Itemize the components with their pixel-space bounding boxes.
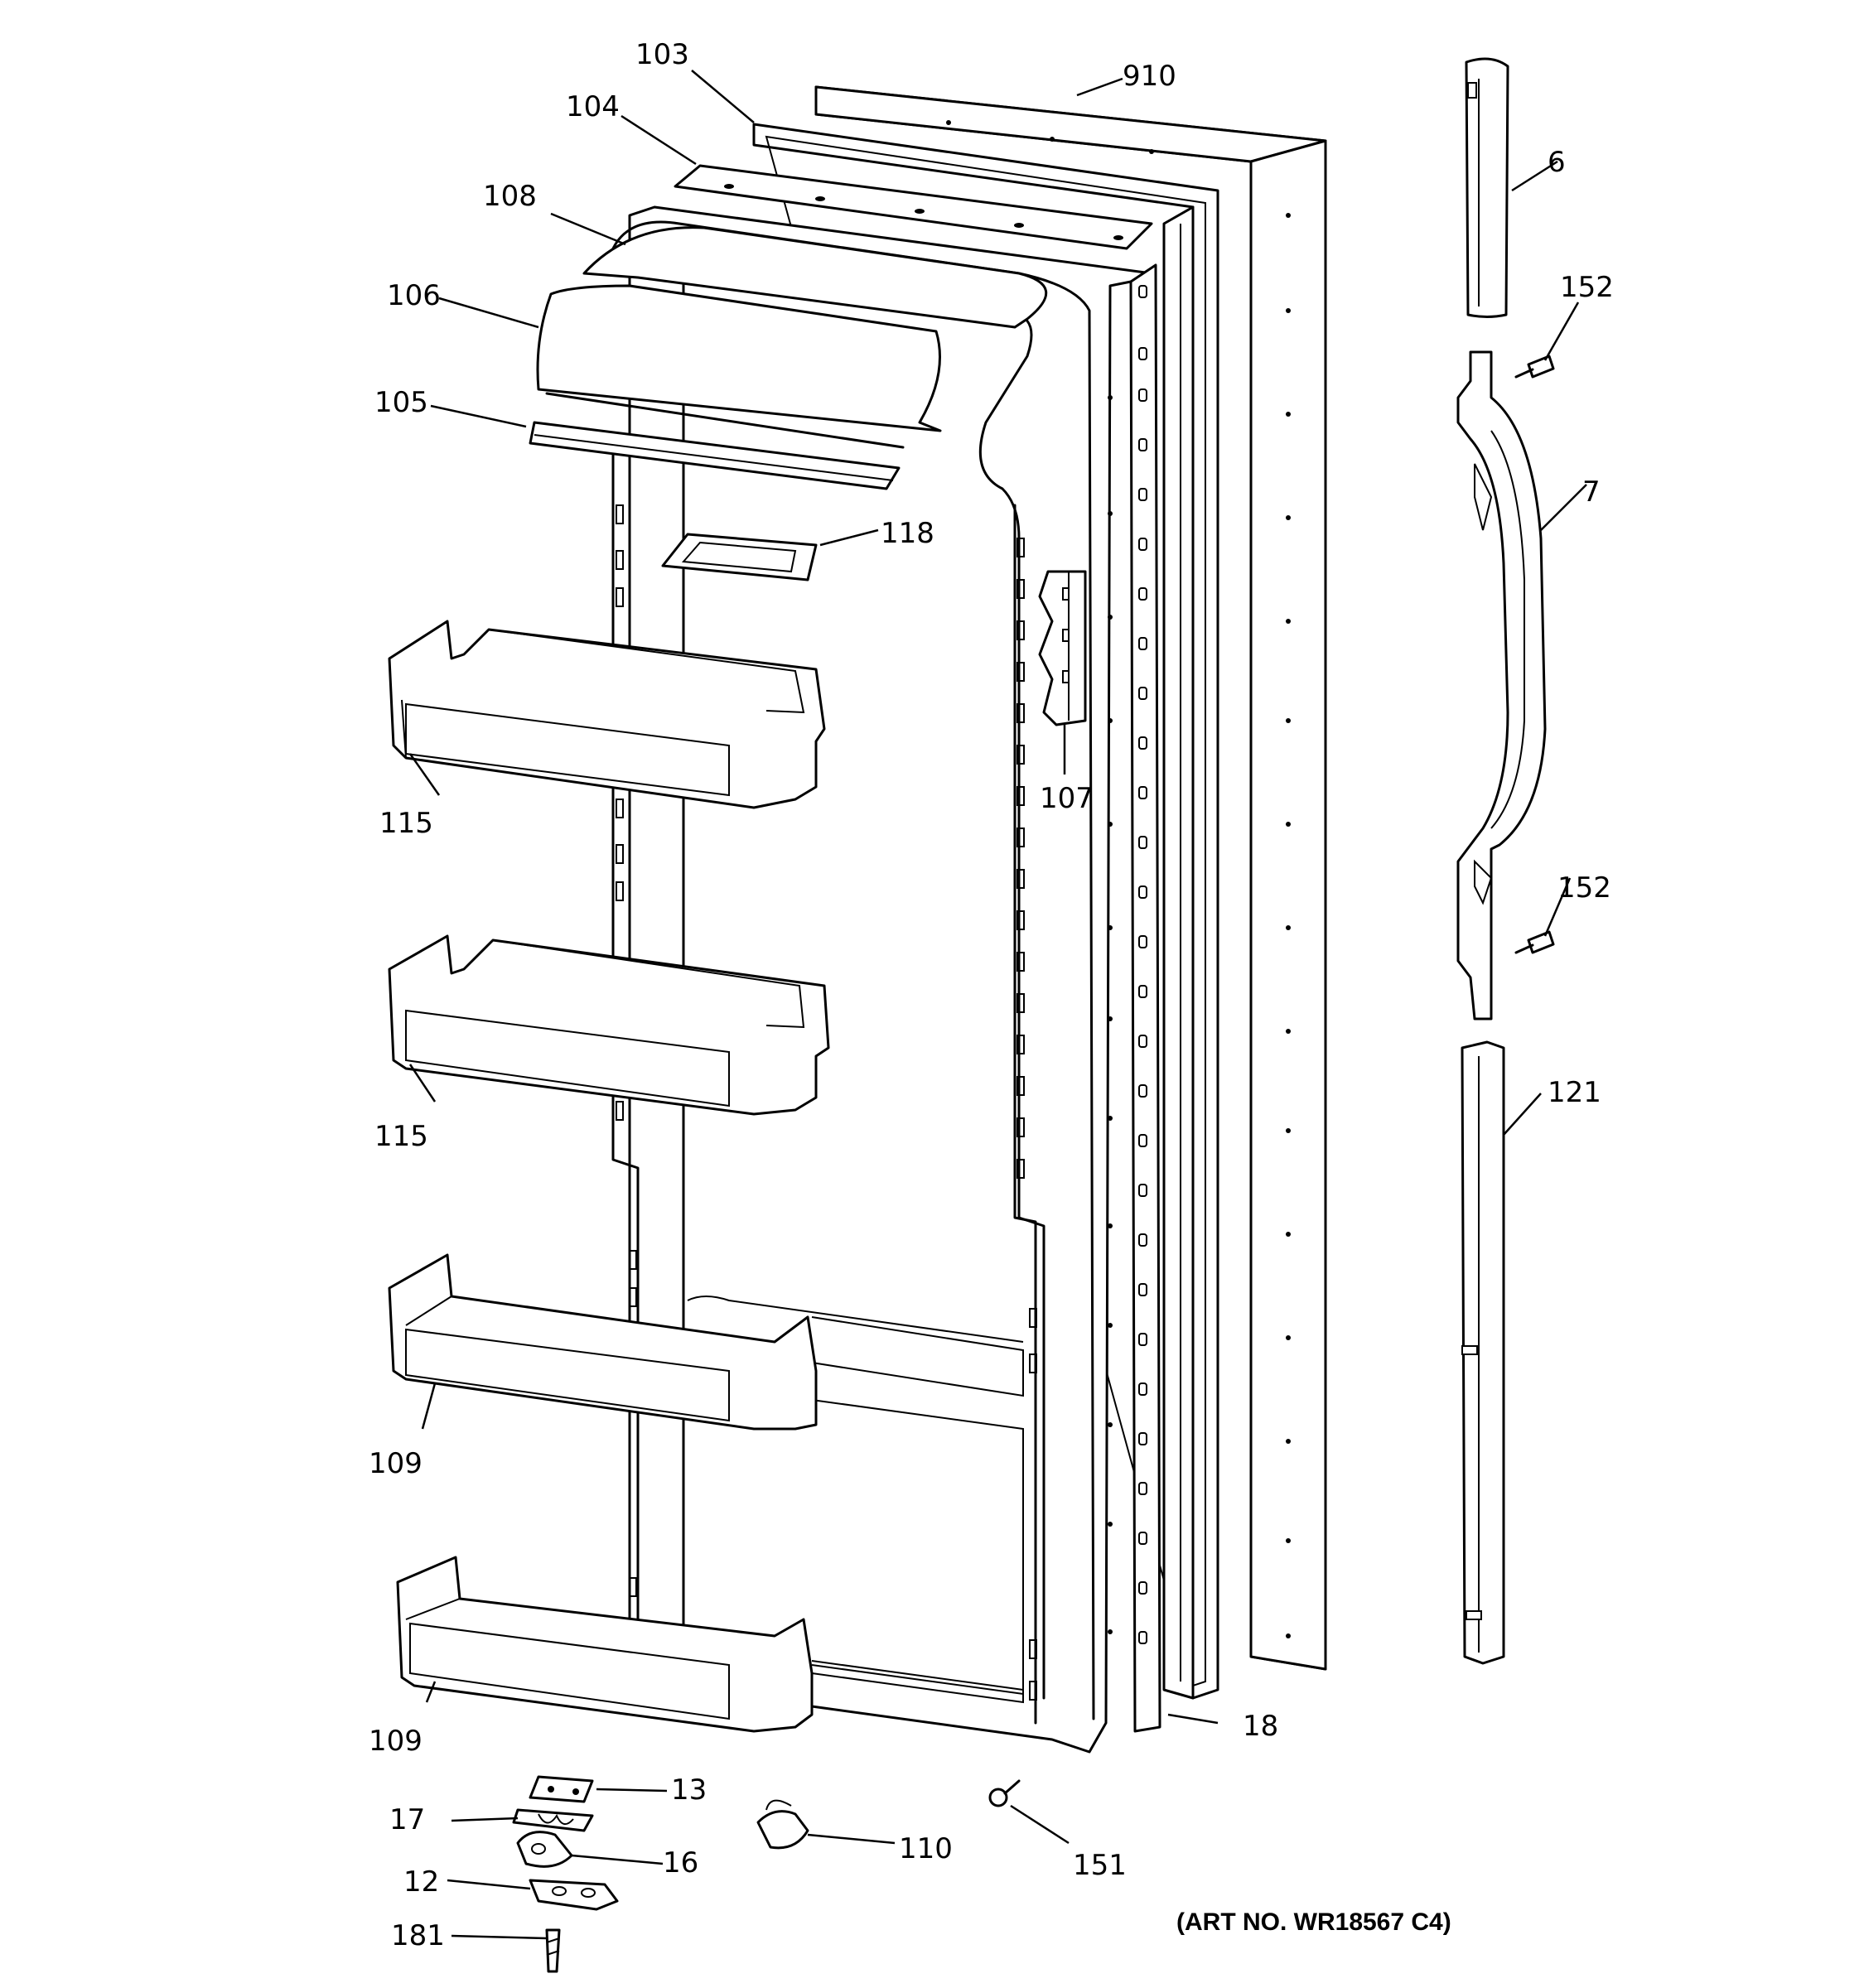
callout-16: 16	[663, 1846, 698, 1879]
door-bin-bottom	[396, 1556, 814, 1733]
callout-108: 108	[483, 180, 537, 213]
callout-104: 104	[566, 90, 620, 123]
callout-106: 106	[387, 279, 441, 312]
callout-6: 6	[1548, 146, 1566, 179]
art-number: (ART NO. WR18567 C4)	[1176, 1908, 1451, 1936]
door-bin-lower	[388, 1253, 818, 1431]
callout-152-upper: 152	[1560, 271, 1614, 304]
outer-door-panel	[814, 85, 1327, 1671]
screw-151	[988, 1779, 1021, 1807]
hinge-bushing-16	[516, 1831, 573, 1868]
callout-109-bottom: 109	[369, 1725, 423, 1758]
hinge-shim-13	[529, 1775, 594, 1803]
callout-105: 105	[374, 386, 428, 419]
handle-screw-upper	[1514, 355, 1555, 379]
dairy-door-hinge-strip	[529, 421, 901, 490]
callout-118: 118	[881, 517, 934, 550]
callout-115-middle: 115	[374, 1120, 428, 1153]
callout-121: 121	[1548, 1076, 1601, 1109]
callout-7: 7	[1582, 475, 1601, 509]
callout-18: 18	[1243, 1710, 1278, 1743]
door-bin-upper	[388, 620, 826, 809]
callout-181: 181	[391, 1919, 445, 1952]
hinge-bracket	[1038, 570, 1087, 726]
handle-trim-lower	[1461, 1040, 1505, 1665]
callout-107: 107	[1040, 782, 1094, 815]
dairy-pad	[661, 533, 818, 581]
callout-103: 103	[635, 38, 689, 71]
callout-152-lower: 152	[1557, 871, 1611, 905]
callout-115-upper: 115	[379, 807, 433, 840]
callout-12: 12	[403, 1865, 439, 1899]
callout-13: 13	[671, 1773, 707, 1807]
top-breaker-strip	[674, 164, 1153, 250]
door-bin-middle	[388, 934, 830, 1116]
callout-910: 910	[1123, 60, 1176, 93]
leader-lines	[408, 70, 1587, 1940]
bottom-hinge-12	[529, 1879, 619, 1911]
callout-17: 17	[389, 1803, 425, 1836]
callout-109-lower: 109	[369, 1447, 423, 1480]
side-breaker-strip	[1129, 263, 1161, 1733]
hinge-screw-181	[545, 1928, 561, 1973]
dairy-compartment-door	[536, 284, 942, 449]
door-stop-110	[756, 1799, 809, 1850]
hinge-washer-17	[512, 1808, 594, 1832]
callout-151: 151	[1073, 1849, 1127, 1882]
handle-end-cap-top	[1465, 57, 1509, 318]
door-handle	[1456, 350, 1547, 1021]
handle-screw-lower	[1514, 930, 1555, 954]
top-cover	[582, 226, 1048, 329]
door-gasket	[752, 123, 1219, 1700]
callout-110: 110	[899, 1832, 953, 1865]
